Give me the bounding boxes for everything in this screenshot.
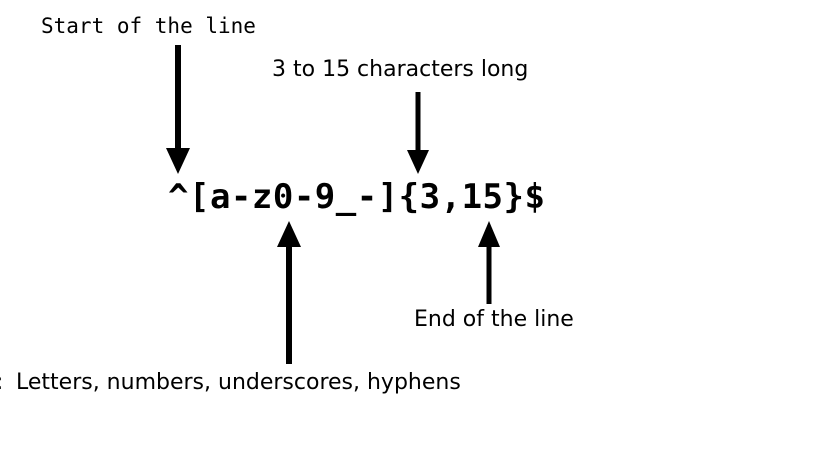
annotation-label-start-of-line: Start of the line <box>41 14 256 38</box>
regex-pattern: ^[a-z0-9_-]{3,15}$ <box>168 177 546 217</box>
annotation-label-length-range: 3 to 15 characters long <box>272 57 529 82</box>
annotation-label-end-of-line: End of the line <box>414 307 574 332</box>
annotation-label-character-class: Letters, numbers, underscores, hyphens <box>16 370 461 395</box>
arrow-character-class <box>277 221 301 364</box>
arrow-length-range <box>407 92 429 174</box>
arrow-start-of-line <box>166 45 190 174</box>
arrow-end-of-line <box>478 221 500 304</box>
clipped-left-glyph: : <box>0 372 3 394</box>
